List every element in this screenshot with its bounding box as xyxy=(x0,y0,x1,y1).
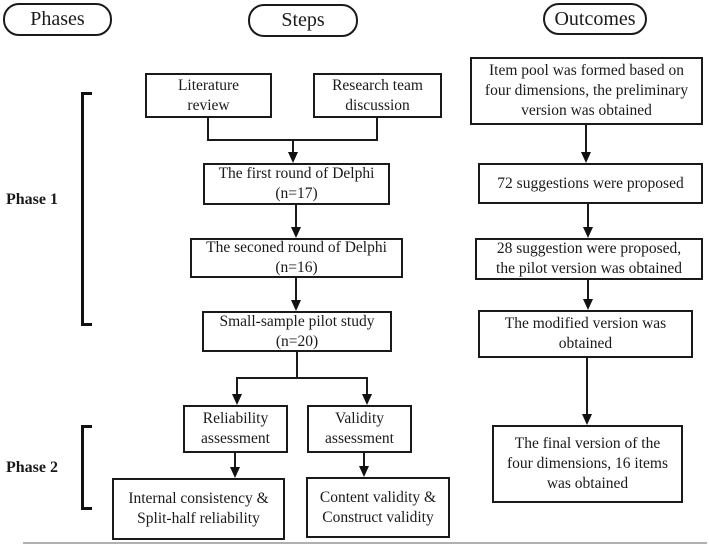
delphi-round-2-label: The seconed round of Delphi (n=16) xyxy=(206,239,387,276)
final-version-label: The final version of the four dimensions… xyxy=(506,435,669,492)
connector-28-to-modified xyxy=(587,280,589,300)
literature-review-label: Literature review xyxy=(177,76,240,114)
reliability-assessment-label: Reliability assessment xyxy=(201,410,270,447)
pilot-study-box: Small-sample pilot study (n=20) xyxy=(202,311,392,352)
item-pool-label: Item pool was formed based on four dimen… xyxy=(484,62,689,119)
connector-modified-to-final xyxy=(586,358,588,415)
research-team-discussion-label: Research team discussion xyxy=(332,76,423,114)
outcomes-header-label: Outcomes xyxy=(554,7,636,30)
arrowhead-into-validity xyxy=(362,394,372,405)
phase-1-label: Phase 1 xyxy=(6,191,58,208)
phase-2-label: Phase 2 xyxy=(6,459,58,476)
arrowhead-into-pilot xyxy=(291,300,301,311)
connector-delphi1-to-delphi2 xyxy=(295,205,297,228)
item-pool-box: Item pool was formed based on four dimen… xyxy=(470,57,703,125)
connector-itempool-to-72 xyxy=(585,125,587,153)
suggestions-28-label: 28 suggestion were proposed, the pilot v… xyxy=(496,240,682,277)
phase-2-bracket-top-tick xyxy=(81,425,92,428)
steps-header-label: Steps xyxy=(281,9,325,31)
suggestions-72-box: 72 suggestions were proposed xyxy=(478,163,703,204)
content-validity-box: Content validity & Construct validity xyxy=(306,477,450,538)
connector-pilot-down xyxy=(296,352,298,379)
connector-delphi2-to-pilot xyxy=(295,278,297,301)
validity-assessment-box: Validity assessment xyxy=(307,405,412,453)
validity-assessment-label: Validity assessment xyxy=(325,410,394,447)
connector-validity-to-content xyxy=(363,453,365,467)
bottom-divider-line xyxy=(23,542,707,544)
arrowhead-into-delphi2 xyxy=(291,227,301,238)
arrowhead-into-28-suggestions xyxy=(583,227,593,238)
content-validity-label: Content validity & Construct validity xyxy=(319,488,437,526)
connector-split-to-reliability xyxy=(236,377,238,395)
phase-2-bracket-line xyxy=(81,425,84,510)
literature-review-box: Literature review xyxy=(145,73,272,118)
arrowhead-into-72-suggestions xyxy=(581,152,591,163)
modified-version-box: The modified version was obtained xyxy=(478,310,693,358)
arrowhead-into-modified-version xyxy=(583,299,593,310)
connector-reliability-to-internal xyxy=(234,453,236,468)
connector-literature-down xyxy=(207,118,209,141)
arrowhead-into-content-validity xyxy=(359,466,369,477)
modified-version-label: The modified version was obtained xyxy=(504,315,667,352)
phases-header-pill: Phases xyxy=(3,3,112,36)
phase-2-bracket-bottom-tick xyxy=(81,507,92,510)
phases-header-label: Phases xyxy=(30,8,85,30)
reliability-assessment-box: Reliability assessment xyxy=(183,405,288,453)
phase-1-bracket-line xyxy=(81,92,84,326)
connector-research-team-down xyxy=(376,118,378,141)
arrowhead-into-reliability xyxy=(232,394,242,405)
phase-1-bracket-top-tick xyxy=(81,92,92,95)
delphi-round-2-box: The seconed round of Delphi (n=16) xyxy=(190,238,403,278)
suggestions-72-label: 72 suggestions were proposed xyxy=(497,174,684,192)
arrowhead-into-final-version xyxy=(582,414,592,425)
internal-consistency-label: Internal consistency & Split-half reliab… xyxy=(128,490,269,527)
phase-1-bracket-bottom-tick xyxy=(81,323,92,326)
delphi-round-1-label: The first round of Delphi (n=17) xyxy=(218,165,375,202)
connector-merge-to-delphi1 xyxy=(292,139,294,153)
final-version-box: The final version of the four dimensions… xyxy=(492,425,683,503)
connector-split-horizontal xyxy=(236,377,368,379)
connector-72-to-28 xyxy=(587,204,589,228)
research-team-discussion-box: Research team discussion xyxy=(313,73,442,118)
connector-split-to-validity xyxy=(366,377,368,395)
arrowhead-into-delphi1 xyxy=(288,152,298,163)
internal-consistency-box: Internal consistency & Split-half reliab… xyxy=(112,478,285,540)
outcomes-header-pill: Outcomes xyxy=(543,3,647,35)
delphi-round-1-box: The first round of Delphi (n=17) xyxy=(203,163,390,205)
arrowhead-into-internal-consistency xyxy=(230,467,240,478)
suggestions-28-box: 28 suggestion were proposed, the pilot v… xyxy=(475,238,703,280)
pilot-study-label: Small-sample pilot study (n=20) xyxy=(219,312,375,350)
steps-header-pill: Steps xyxy=(248,4,358,37)
